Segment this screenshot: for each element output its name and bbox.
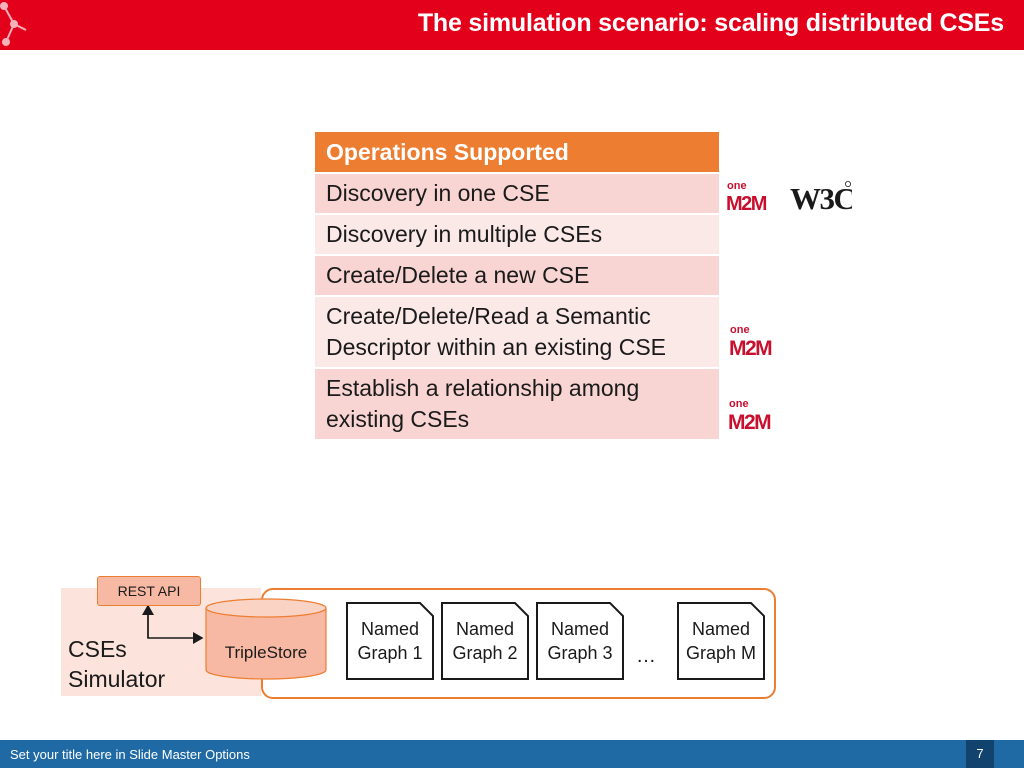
named-graph-line: Named bbox=[691, 619, 751, 639]
table-header-cell: Operations Supported bbox=[315, 132, 719, 174]
simulator-label-line: CSEs bbox=[68, 636, 127, 662]
named-graph-line: Named bbox=[360, 619, 420, 639]
table-row: Establish a relationship among existing C… bbox=[315, 368, 719, 441]
svg-text:one: one bbox=[729, 398, 749, 410]
svg-text:one: one bbox=[730, 324, 750, 336]
cell-text: existing CSEs bbox=[326, 406, 470, 432]
simulator-label-line: Simulator bbox=[68, 666, 166, 692]
more-graphs-ellipsis: … bbox=[636, 645, 656, 667]
named-graph-line: Named bbox=[550, 619, 610, 639]
document-icon bbox=[441, 602, 529, 680]
w3c-logo: W3C bbox=[790, 181, 852, 214]
cell-text: Establish a relationship among bbox=[326, 375, 640, 401]
document-icon bbox=[346, 602, 434, 680]
onem2m-logo: one M2M bbox=[726, 180, 768, 212]
svg-text:M2M: M2M bbox=[728, 411, 771, 432]
table-row: Discovery in one CSE bbox=[315, 173, 719, 215]
document-icon bbox=[536, 602, 624, 680]
table-cell: Establish a relationship among existing C… bbox=[315, 368, 719, 441]
footer-text: Set your title here in Slide Master Opti… bbox=[10, 747, 250, 762]
table-header-row: Operations Supported bbox=[315, 132, 719, 174]
triplestore-cylinder-icon bbox=[205, 598, 327, 680]
named-graph-label: Named Graph 1 bbox=[346, 617, 434, 665]
network-decoration-icon bbox=[0, 2, 27, 46]
cell-text: Discovery in one CSE bbox=[326, 180, 550, 206]
onem2m-logo: one M2M bbox=[728, 398, 773, 432]
title-bar: The simulation scenario: scaling distrib… bbox=[0, 0, 1024, 50]
named-graph-m: Named Graph M bbox=[677, 602, 765, 680]
table-cell: Discovery in multiple CSEs bbox=[315, 214, 719, 256]
table-row: Create/Delete a new CSE bbox=[315, 255, 719, 297]
named-graph-line: Named bbox=[455, 619, 515, 639]
named-graph-2: Named Graph 2 bbox=[441, 602, 529, 680]
named-graph-label: Named Graph M bbox=[677, 617, 765, 665]
named-graph-label: Named Graph 2 bbox=[441, 617, 529, 665]
named-graph-line: Graph 3 bbox=[547, 643, 613, 663]
onem2m-logo: one M2M bbox=[729, 324, 774, 358]
triplestore-label: TripleStore bbox=[224, 643, 308, 662]
document-icon bbox=[677, 602, 765, 680]
rest-api-box: REST API bbox=[97, 576, 201, 606]
cell-text: Discovery in multiple CSEs bbox=[326, 221, 603, 247]
svg-text:M2M: M2M bbox=[726, 193, 767, 212]
cell-text: Create/Delete a new CSE bbox=[326, 262, 590, 288]
table-cell: Create/Delete a new CSE bbox=[315, 255, 719, 297]
cell-text: Create/Delete/Read a Semantic bbox=[326, 303, 651, 329]
cell-text: Descriptor within an existing CSE bbox=[326, 334, 667, 360]
named-graph-1: Named Graph 1 bbox=[346, 602, 434, 680]
footer-bar: Set your title here in Slide Master Opti… bbox=[0, 740, 1024, 768]
named-graph-line: Graph 2 bbox=[452, 643, 518, 663]
table-row: Discovery in multiple CSEs bbox=[315, 214, 719, 256]
table-cell: Discovery in one CSE bbox=[315, 173, 719, 215]
svg-text:M2M: M2M bbox=[729, 337, 772, 358]
svg-text:one: one bbox=[727, 180, 747, 192]
named-graph-line: Graph M bbox=[685, 643, 757, 663]
slide-title: The simulation scenario: scaling distrib… bbox=[417, 9, 1004, 37]
named-graph-line: Graph 1 bbox=[357, 643, 423, 663]
simulator-label: CSEs Simulator bbox=[68, 634, 165, 694]
svg-text:W3C: W3C bbox=[790, 181, 852, 214]
named-graph-label: Named Graph 3 bbox=[536, 617, 624, 665]
named-graph-3: Named Graph 3 bbox=[536, 602, 624, 680]
operations-table: Operations Supported Discovery in one CS… bbox=[315, 132, 719, 441]
page-number: 7 bbox=[966, 740, 994, 768]
